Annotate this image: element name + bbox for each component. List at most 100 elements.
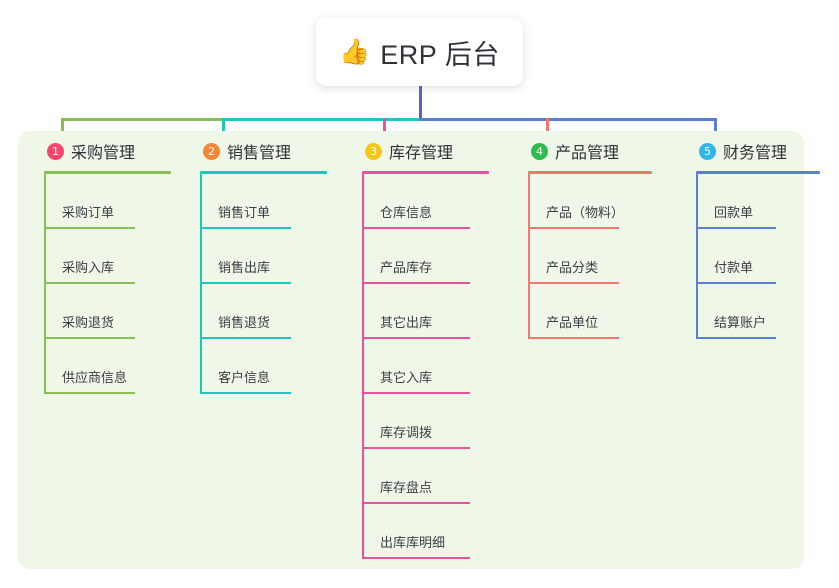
list-item-label: 客户信息 bbox=[218, 370, 271, 385]
item-divider bbox=[362, 557, 470, 559]
item-spine bbox=[528, 284, 530, 339]
item-divider bbox=[528, 337, 619, 339]
item-divider bbox=[362, 282, 470, 284]
item-divider bbox=[200, 282, 291, 284]
item-divider bbox=[200, 337, 291, 339]
column-divider bbox=[362, 171, 489, 174]
item-spine bbox=[362, 449, 364, 504]
column-divider bbox=[44, 171, 171, 174]
column-badge-icon: 3 bbox=[365, 142, 382, 160]
item-spine bbox=[696, 284, 698, 339]
diagram-panel: 1 采购管理采购订单采购入库采购退货供应商信息 2 销售管理销售订单销售出库销售退货客… bbox=[18, 131, 820, 569]
item-divider bbox=[362, 502, 470, 504]
list-item[interactable]: 产品分类 bbox=[528, 229, 669, 284]
item-spine bbox=[362, 229, 364, 284]
item-spine bbox=[44, 284, 46, 339]
list-item[interactable]: 付款单 bbox=[696, 229, 837, 284]
list-item[interactable]: 仓库信息 bbox=[362, 174, 503, 229]
list-item[interactable]: 客户信息 bbox=[200, 339, 341, 394]
item-divider bbox=[44, 337, 135, 339]
column-badge-icon: 5 bbox=[699, 142, 716, 160]
list-item[interactable]: 销售订单 bbox=[200, 174, 341, 229]
list-item-label: 付款单 bbox=[714, 260, 754, 275]
list-item-label: 结算账户 bbox=[714, 315, 767, 330]
list-item-label: 供应商信息 bbox=[62, 370, 128, 385]
column-1: 1 采购管理采购订单采购入库采购退货供应商信息 bbox=[30, 131, 185, 394]
item-divider bbox=[44, 282, 135, 284]
list-item[interactable]: 销售出库 bbox=[200, 229, 341, 284]
column-item-list: 回款单付款单结算账户 bbox=[696, 174, 837, 339]
root-node-card[interactable]: 👍 ERP 后台 bbox=[316, 18, 523, 86]
list-item-label: 库存盘点 bbox=[380, 480, 433, 495]
item-spine bbox=[362, 284, 364, 339]
list-item[interactable]: 采购入库 bbox=[44, 229, 185, 284]
item-spine bbox=[362, 504, 364, 559]
list-item[interactable]: 采购退货 bbox=[44, 284, 185, 339]
item-divider bbox=[528, 282, 619, 284]
item-spine bbox=[44, 339, 46, 394]
column-header-2[interactable]: 2 销售管理 bbox=[186, 131, 341, 171]
column-divider bbox=[200, 171, 327, 174]
list-item[interactable]: 其它入库 bbox=[362, 339, 503, 394]
list-item[interactable]: 供应商信息 bbox=[44, 339, 185, 394]
column-item-list: 采购订单采购入库采购退货供应商信息 bbox=[44, 174, 185, 394]
column-divider bbox=[696, 171, 820, 174]
list-item-label: 仓库信息 bbox=[380, 205, 433, 220]
list-item-label: 产品（物料） bbox=[546, 205, 625, 220]
column-badge-icon: 1 bbox=[47, 142, 64, 160]
page-title: ERP 后台 bbox=[380, 39, 500, 70]
item-divider bbox=[528, 227, 619, 229]
item-spine bbox=[200, 339, 202, 394]
item-spine bbox=[528, 174, 530, 229]
list-item[interactable]: 库存调拨 bbox=[362, 394, 503, 449]
column-badge-icon: 2 bbox=[203, 142, 220, 160]
list-item-label: 销售出库 bbox=[218, 260, 271, 275]
list-item-label: 采购退货 bbox=[62, 315, 115, 330]
list-item-label: 产品单位 bbox=[546, 315, 599, 330]
list-item-label: 销售退货 bbox=[218, 315, 271, 330]
bus-segment-3 bbox=[419, 118, 717, 121]
list-item-label: 采购入库 bbox=[62, 260, 115, 275]
column-title: 采购管理 bbox=[71, 145, 136, 162]
list-item[interactable]: 产品（物料） bbox=[528, 174, 669, 229]
column-title: 销售管理 bbox=[227, 145, 292, 162]
column-2: 2 销售管理销售订单销售出库销售退货客户信息 bbox=[186, 131, 341, 394]
list-item[interactable]: 库存盘点 bbox=[362, 449, 503, 504]
thumbs-up-icon: 👍 bbox=[339, 37, 371, 66]
item-divider bbox=[696, 227, 776, 229]
item-divider bbox=[696, 337, 776, 339]
list-item-label: 其它入库 bbox=[380, 370, 433, 385]
item-spine bbox=[44, 229, 46, 284]
column-badge-icon: 4 bbox=[531, 142, 548, 160]
column-header-4[interactable]: 4 产品管理 bbox=[514, 131, 669, 171]
column-header-1[interactable]: 1 采购管理 bbox=[30, 131, 185, 171]
list-item[interactable]: 采购订单 bbox=[44, 174, 185, 229]
list-item[interactable]: 产品单位 bbox=[528, 284, 669, 339]
item-spine bbox=[44, 174, 46, 229]
column-title: 产品管理 bbox=[555, 145, 620, 162]
list-item[interactable]: 其它出库 bbox=[362, 284, 503, 339]
list-item[interactable]: 结算账户 bbox=[696, 284, 837, 339]
item-divider bbox=[362, 392, 470, 394]
item-divider bbox=[44, 227, 135, 229]
bus-segment-2 bbox=[222, 118, 419, 121]
list-item-label: 采购订单 bbox=[62, 205, 115, 220]
item-divider bbox=[362, 227, 470, 229]
item-spine bbox=[200, 174, 202, 229]
list-item[interactable]: 回款单 bbox=[696, 174, 837, 229]
list-item-label: 回款单 bbox=[714, 205, 754, 220]
item-spine bbox=[362, 174, 364, 229]
item-divider bbox=[362, 337, 470, 339]
trunk-connector bbox=[419, 86, 422, 121]
column-item-list: 仓库信息产品库存其它出库其它入库库存调拨库存盘点出库库明细 bbox=[362, 174, 503, 559]
list-item[interactable]: 产品库存 bbox=[362, 229, 503, 284]
item-spine bbox=[362, 394, 364, 449]
list-item-label: 其它出库 bbox=[380, 315, 433, 330]
list-item-label: 产品库存 bbox=[380, 260, 433, 275]
list-item[interactable]: 销售退货 bbox=[200, 284, 341, 339]
item-divider bbox=[362, 447, 470, 449]
list-item[interactable]: 出库库明细 bbox=[362, 504, 503, 559]
